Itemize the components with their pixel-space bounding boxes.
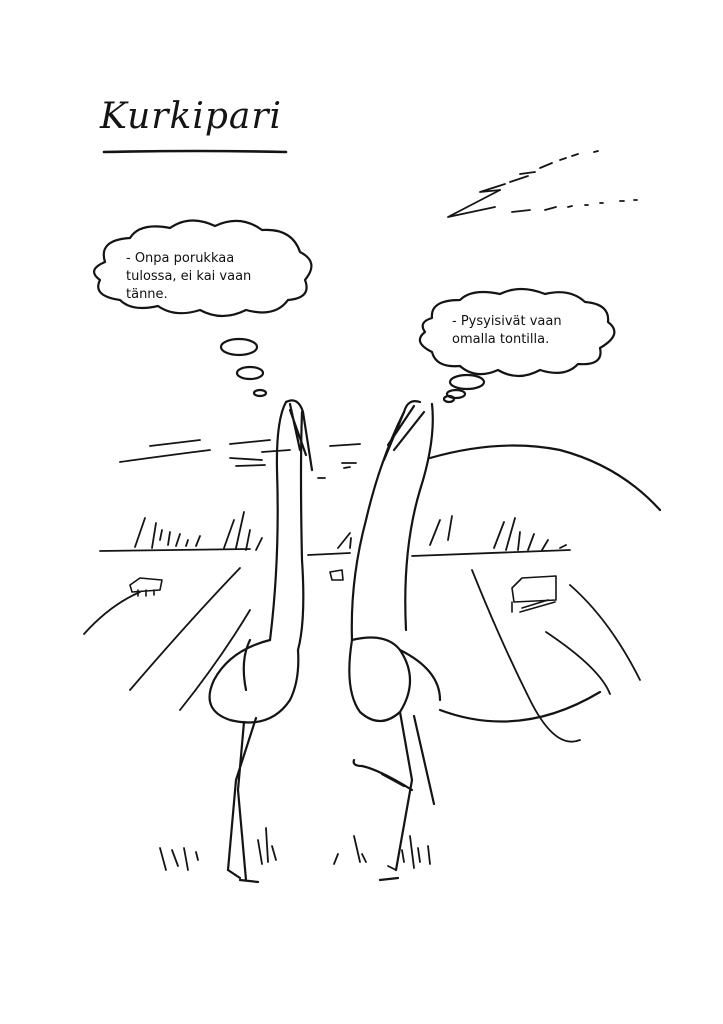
title-underline — [102, 149, 288, 154]
horizon-lines — [99, 439, 571, 557]
thought-bubble-right — [418, 287, 616, 378]
house-right — [511, 575, 557, 613]
crane-left — [208, 399, 314, 884]
foreground-grass — [159, 827, 431, 871]
thought-text-left: - Onpa porukkaa tulossa, ei kai vaan tän… — [126, 251, 252, 302]
comic-title: Kurkipari — [100, 96, 283, 137]
hill — [428, 444, 662, 512]
house-left — [129, 577, 163, 597]
house-middle — [329, 569, 344, 581]
ground-curve — [438, 690, 602, 723]
field-lines — [83, 567, 641, 743]
horizon-grass — [134, 511, 567, 551]
thought-text-right: - Pysyisivät vaan omalla tontilla. — [452, 314, 562, 347]
flying-birds — [447, 150, 638, 218]
thought-bubble-left — [93, 219, 313, 318]
crane-right — [348, 400, 442, 882]
